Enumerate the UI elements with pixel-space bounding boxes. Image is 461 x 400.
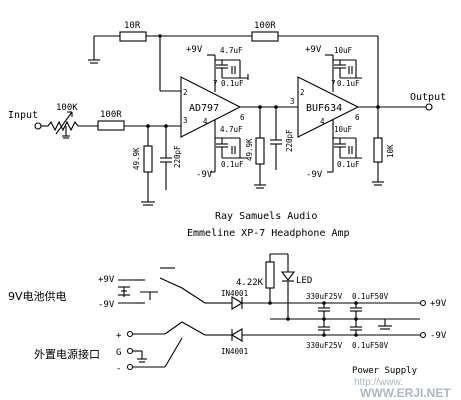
d2-label: IN4001 bbox=[221, 347, 248, 356]
vneg1-label: -9V bbox=[196, 170, 213, 180]
r-bias1-label: 49.9K bbox=[132, 147, 141, 170]
vneg2-label: -9V bbox=[306, 170, 323, 180]
cap01d-label: 0.1uF bbox=[337, 160, 360, 169]
r-fb2-label: 100R bbox=[254, 21, 276, 31]
r-input-label: 100R bbox=[100, 110, 122, 120]
vpos1-label: +9V bbox=[186, 45, 203, 55]
output-label: Output bbox=[410, 92, 446, 103]
pot-label: 100K bbox=[56, 103, 78, 113]
title-line2: Emmeline XP-7 Headphone Amp bbox=[187, 228, 350, 239]
led-label: LED bbox=[296, 276, 312, 286]
cap47b-label: 4.7uF bbox=[220, 125, 243, 134]
input-terminal bbox=[34, 122, 42, 130]
ext-supply-label: 外置电源接口 bbox=[34, 347, 100, 361]
r-out-label: 10K bbox=[386, 144, 395, 158]
pin3b: 3 bbox=[290, 97, 295, 106]
cap47a-label: 4.7uF bbox=[220, 46, 243, 55]
amplifier-section: Input 100K 100R 49.9K 220pF bbox=[8, 21, 446, 239]
opamp1-label: AD797 bbox=[189, 103, 219, 114]
ext-g-label: G bbox=[116, 348, 121, 358]
cap01c-label: 0.1uF bbox=[337, 79, 360, 88]
pin6a: 6 bbox=[240, 113, 245, 122]
c-in-label: 220pF bbox=[173, 145, 182, 168]
junction-dot bbox=[268, 301, 272, 305]
filter-caps: 330uF25V 0.1uF50V 330uF25V 0.1uF50V bbox=[306, 292, 392, 350]
out-neg-label: -9V bbox=[430, 331, 447, 341]
led-indicator: 4.22K LED bbox=[236, 253, 312, 319]
pot-100k: 100K bbox=[47, 103, 79, 139]
junction-dot bbox=[158, 34, 162, 38]
out-pos-terminal bbox=[419, 299, 427, 307]
junction-dot bbox=[286, 317, 290, 321]
resistor-100r-input bbox=[97, 120, 125, 131]
r-fb1-label: 10R bbox=[124, 21, 141, 31]
pin4a: 4 bbox=[203, 117, 208, 126]
ext-supply-jack: + G - bbox=[116, 330, 165, 374]
diode-2: IN4001 bbox=[220, 328, 248, 356]
r-led-label: 4.22K bbox=[236, 278, 264, 288]
watermark-site: WWW.ERJI.NET bbox=[360, 386, 451, 400]
title-line1: Ray Samuels Audio bbox=[215, 211, 317, 222]
input-label: Input bbox=[8, 110, 38, 121]
out-neg-terminal bbox=[419, 331, 427, 339]
output-terminal bbox=[425, 103, 433, 111]
d1-label: IN4001 bbox=[221, 289, 248, 298]
opamp2-label: BUF634 bbox=[306, 103, 342, 114]
pin3a: 3 bbox=[183, 116, 188, 125]
ext-minus-label: - bbox=[116, 364, 121, 374]
resistor-49k9-1 bbox=[143, 145, 153, 173]
cap01b-label: 0.1uF bbox=[221, 160, 244, 169]
battery-label: 9V电池供电 bbox=[8, 289, 67, 303]
pin4b: 4 bbox=[320, 117, 325, 126]
resistor-49k9-2 bbox=[255, 137, 265, 165]
c01b-label: 0.1uF50V bbox=[352, 341, 389, 350]
power-supply-label: Power Supply bbox=[352, 366, 418, 376]
watermark-url: http://www. bbox=[354, 377, 403, 388]
c01a-label: 0.1uF50V bbox=[352, 292, 389, 301]
resistor-10r bbox=[119, 31, 147, 42]
r-bias2-label: 49.9K bbox=[245, 138, 254, 161]
cap10b-label: 10uF bbox=[334, 125, 353, 134]
ps-pos-label: +9V bbox=[98, 275, 115, 285]
pin2b: 2 bbox=[300, 88, 305, 97]
ps-neg-label: -9V bbox=[98, 300, 115, 310]
cap10a-label: 10uF bbox=[334, 46, 353, 55]
power-switch bbox=[159, 267, 220, 368]
power-supply-section: +9V -9V 9V电池供电 外置电源接口 + G - bbox=[8, 253, 451, 400]
pin2a: 2 bbox=[183, 88, 188, 97]
ext-plus-label: + bbox=[116, 331, 122, 341]
c-mid-label: 220pF bbox=[285, 129, 294, 152]
pin6b: 6 bbox=[355, 113, 360, 122]
diode-1: IN4001 bbox=[220, 289, 248, 310]
resistor-100r-feedback bbox=[251, 31, 279, 42]
resistor-10k bbox=[373, 137, 383, 163]
battery-connector bbox=[118, 279, 158, 304]
c330b-label: 330uF25V bbox=[306, 341, 343, 350]
out-pos-label: +9V bbox=[430, 299, 447, 309]
cap01a-label: 0.1uF bbox=[221, 79, 244, 88]
c330a-label: 330uF25V bbox=[306, 292, 343, 301]
vpos2-label: +9V bbox=[305, 45, 322, 55]
